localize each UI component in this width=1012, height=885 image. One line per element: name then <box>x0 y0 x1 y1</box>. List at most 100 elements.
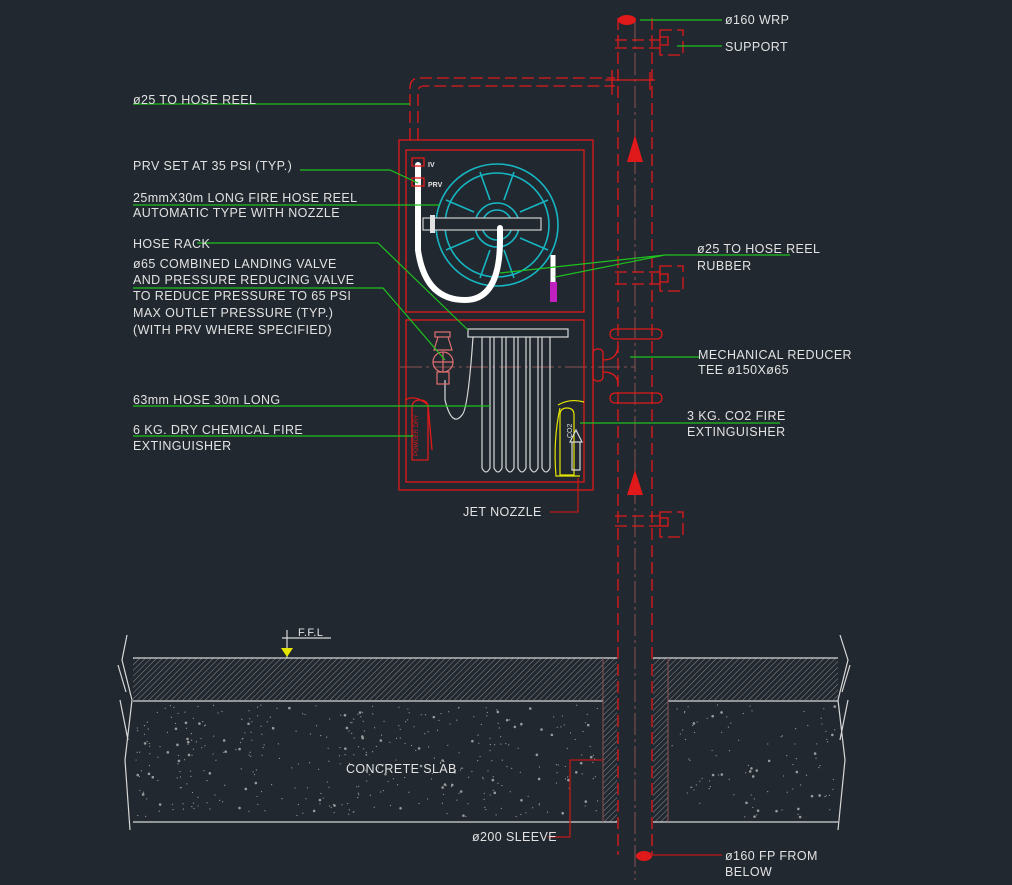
concrete-speckle <box>260 725 262 727</box>
concrete-speckle <box>172 809 174 811</box>
concrete-speckle <box>136 751 138 753</box>
concrete-speckle <box>169 704 172 707</box>
concrete-speckle <box>596 707 598 710</box>
concrete-speckle <box>459 790 463 793</box>
concrete-speckle <box>711 749 713 752</box>
concrete-speckle <box>795 758 798 760</box>
nozzle-icon <box>550 282 557 302</box>
concrete-speckle <box>208 772 212 775</box>
hose-reel-cabinet <box>398 139 594 491</box>
concrete-speckle <box>756 814 758 816</box>
concrete-speckle <box>191 791 194 794</box>
concrete-speckle <box>505 718 509 722</box>
concrete-speckle <box>212 704 215 706</box>
concrete-speckle <box>506 766 508 768</box>
concrete-speckle <box>177 763 179 765</box>
concrete-speckle <box>715 755 717 757</box>
concrete-speckle <box>244 732 246 734</box>
concrete-speckle <box>357 746 360 748</box>
concrete-speckle <box>579 761 583 765</box>
concrete-speckle <box>767 759 771 763</box>
concrete-speckle <box>442 793 445 796</box>
concrete-speckle <box>807 724 809 727</box>
leader-lines <box>133 19 790 856</box>
concrete-speckle <box>448 711 450 713</box>
concrete-speckle <box>692 724 694 727</box>
concrete-speckle <box>239 741 242 744</box>
concrete-speckle <box>260 704 262 706</box>
label-landing-valve-5: (WITH PRV WHERE SPECIFIED) <box>133 323 332 337</box>
concrete-speckle <box>248 710 250 712</box>
concrete-speckle <box>146 721 148 723</box>
concrete-speckle <box>538 766 541 768</box>
concrete-speckle <box>241 718 243 720</box>
concrete-speckle <box>478 742 480 744</box>
concrete-speckle <box>750 794 752 796</box>
concrete-speckle <box>363 748 365 750</box>
concrete-speckle <box>767 743 769 745</box>
concrete-speckle <box>513 725 517 729</box>
concrete-speckle <box>213 735 215 737</box>
concrete-speckle <box>489 794 491 796</box>
concrete-speckle <box>733 794 735 796</box>
concrete-speckle <box>222 739 226 742</box>
prv-tag: PRV <box>428 182 443 189</box>
concrete-speckle <box>136 727 138 729</box>
concrete-speckle <box>379 739 383 742</box>
concrete-speckle <box>693 789 695 791</box>
concrete-speckle <box>305 798 307 800</box>
concrete-speckle <box>198 722 201 725</box>
concrete-speckle <box>564 765 566 768</box>
concrete-speckle <box>493 744 496 746</box>
concrete-speckle <box>509 791 511 793</box>
concrete-speckle <box>742 712 744 715</box>
concrete-speckle <box>360 716 362 718</box>
concrete-speckle <box>157 756 159 758</box>
hose-reel: IV PRV <box>411 157 559 304</box>
concrete-speckle <box>684 738 687 741</box>
concrete-speckle <box>179 776 182 778</box>
concrete-speckle <box>676 708 678 710</box>
concrete-speckle <box>171 803 174 805</box>
concrete-speckle <box>730 722 732 724</box>
concrete-speckle <box>353 718 355 720</box>
concrete-speckle <box>192 748 195 750</box>
concrete-speckle <box>456 719 458 721</box>
concrete-speckle <box>269 716 271 718</box>
branch-pipe <box>409 70 655 140</box>
concrete-speckle <box>182 808 185 810</box>
concrete-speckle <box>294 787 296 789</box>
concrete-speckle <box>595 810 597 812</box>
label-co2-1: 3 KG. CO2 FIRE <box>687 409 786 423</box>
concrete-speckle <box>369 794 371 796</box>
pipe-support <box>615 511 684 538</box>
concrete-speckle <box>341 804 343 806</box>
concrete-speckle <box>708 780 711 782</box>
concrete-speckle <box>767 791 769 793</box>
concrete-speckle <box>482 776 484 778</box>
concrete-speckle <box>828 794 831 796</box>
concrete-speckle <box>519 771 521 773</box>
concrete-speckle <box>827 741 829 743</box>
concrete-speckle <box>404 776 406 779</box>
concrete-speckle <box>362 720 364 722</box>
flow-arrow-icon <box>627 470 643 495</box>
label-sleeve: ø200 SLEEVE <box>472 830 557 844</box>
concrete-speckle <box>382 764 384 766</box>
concrete-speckle <box>489 737 491 739</box>
concrete-speckle <box>339 747 341 749</box>
concrete-speckle <box>424 733 426 735</box>
concrete-speckle <box>483 798 485 800</box>
concrete-speckle <box>671 745 673 747</box>
concrete-speckle <box>330 806 332 809</box>
concrete-speckle <box>184 711 186 713</box>
concrete-speckle <box>202 721 204 723</box>
concrete-speckle <box>223 751 225 753</box>
concrete-speckle <box>446 812 448 815</box>
concrete-speckle <box>186 783 188 785</box>
concrete-speckle <box>404 742 406 745</box>
concrete-speckle <box>357 792 359 794</box>
concrete-speckle <box>427 746 430 748</box>
concrete-speckle <box>500 743 502 745</box>
concrete-speckle <box>832 778 835 781</box>
